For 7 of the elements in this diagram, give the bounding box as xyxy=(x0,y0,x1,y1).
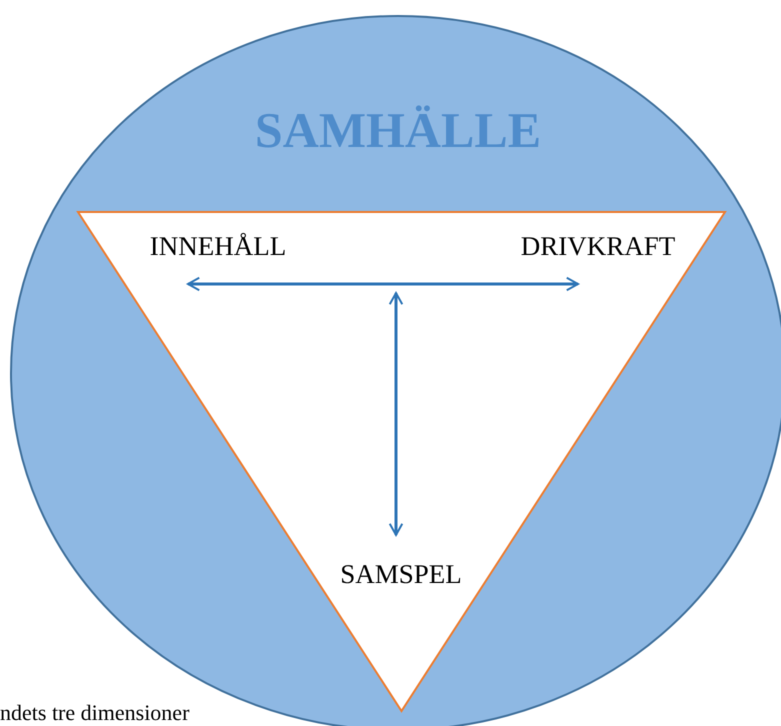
double-arrow xyxy=(388,292,404,536)
corner-label: DRIVKRAFT xyxy=(520,230,676,263)
caption-text: ndets tre dimensioner xyxy=(0,700,190,726)
corner-label: INNEHÅLL xyxy=(148,230,288,263)
double-arrow xyxy=(187,276,579,292)
circle-title: SAMHÄLLE xyxy=(254,101,542,159)
corner-label: SAMSPEL xyxy=(339,558,463,591)
